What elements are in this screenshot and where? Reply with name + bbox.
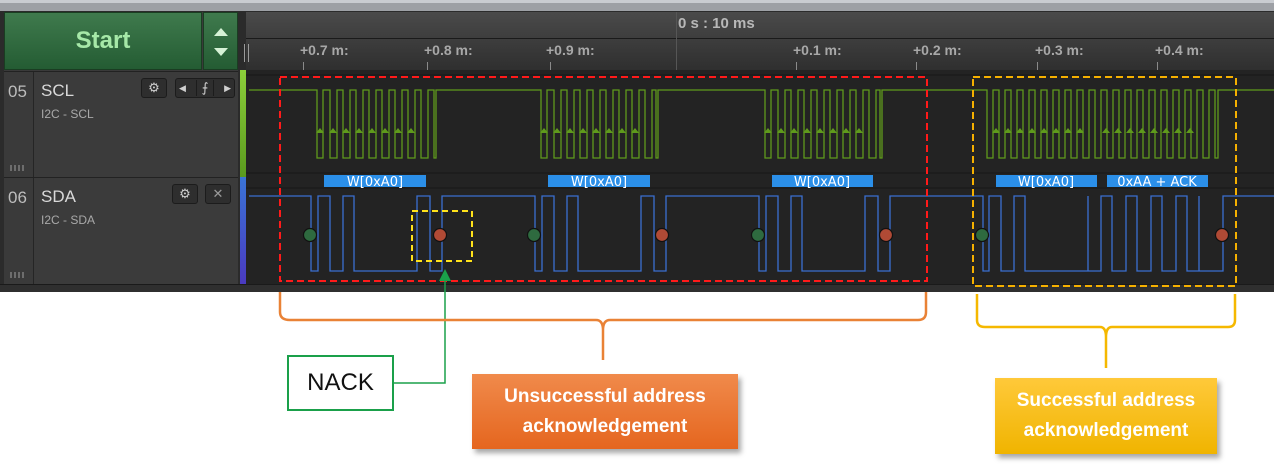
- start-condition-marker[interactable]: [302, 227, 318, 243]
- channel-number: 05: [8, 82, 27, 101]
- nack-highlight: [411, 210, 473, 262]
- decoded-frame[interactable]: [996, 175, 1097, 187]
- start-condition-marker[interactable]: [974, 227, 990, 243]
- drag-handle-icon[interactable]: [10, 165, 26, 171]
- tick-label: +0.9 m:: [546, 42, 595, 58]
- arrow-down-icon[interactable]: [214, 48, 228, 56]
- trigger-edge-icon[interactable]: ⨍: [195, 80, 215, 96]
- gear-icon: ⚙: [179, 186, 191, 201]
- channel-name[interactable]: SCL: [41, 81, 75, 100]
- tick-mark: [1157, 62, 1158, 70]
- scl-color-strip: [240, 70, 246, 177]
- channel-panel: Start 05 SCL I2C - SCL ⚙ ◀ ⨍ ▶: [4, 12, 238, 284]
- unsuccessful-brace: [278, 292, 928, 360]
- channel-sda[interactable]: 06 SDA I2C - SDA ⚙ ✕: [4, 177, 238, 284]
- channel-name[interactable]: SDA: [41, 187, 76, 206]
- channel-number: 06: [8, 188, 27, 207]
- decoded-frame[interactable]: [1107, 175, 1208, 187]
- ruler-drag-handle[interactable]: [244, 44, 249, 62]
- decoded-frame-label: W[0xA0]: [794, 175, 850, 190]
- tick-label: +0.3 m:: [1035, 42, 1084, 58]
- scl-waveform: [249, 89, 1274, 159]
- tick-label: +0.1 m:: [793, 42, 842, 58]
- decoded-frames: W[0xA0] W[0xA0] W[0xA0] W[0xA0] 0xAA + A…: [324, 175, 1208, 190]
- tick-mark: [550, 62, 551, 70]
- decoded-frame-label: W[0xA0]: [1018, 175, 1074, 190]
- arrow-up-icon[interactable]: [214, 28, 228, 36]
- ruler-divider: [676, 12, 677, 70]
- start-button[interactable]: Start: [4, 12, 202, 70]
- channel-scl[interactable]: 05 SCL I2C - SCL ⚙ ◀ ⨍ ▶: [4, 71, 238, 177]
- start-stop-markers: [302, 227, 1230, 243]
- channel-settings-button[interactable]: ⚙: [141, 78, 167, 98]
- decoded-frame-label: W[0xA0]: [571, 175, 627, 190]
- channel-number-column: 06: [4, 178, 34, 284]
- tick-label: +0.7 m:: [300, 42, 349, 58]
- nack-arrow: [394, 269, 451, 384]
- stop-condition-marker[interactable]: [878, 227, 894, 243]
- unsuccessful-ack-callout: Unsuccessful address acknowledgement: [472, 374, 738, 449]
- remove-channel-button[interactable]: ✕: [205, 184, 231, 204]
- successful-brace: [975, 294, 1237, 368]
- clock-edge-arrows: [316, 128, 1194, 133]
- channel-subtitle: I2C - SDA: [41, 213, 96, 227]
- start-condition-marker[interactable]: [526, 227, 542, 243]
- tick-mark: [1037, 62, 1038, 70]
- callout-line-1: Successful address: [1016, 390, 1196, 411]
- decoded-frame-label: W[0xA0]: [347, 175, 403, 190]
- tick-mark: [427, 62, 428, 70]
- nack-label-box: NACK: [287, 355, 394, 411]
- callout-line-1: Unsuccessful address: [504, 385, 706, 407]
- close-icon: ✕: [212, 186, 224, 201]
- decoded-frame-label: 0xAA + ACK: [1117, 175, 1197, 190]
- tick-label: +0.8 m:: [424, 42, 473, 58]
- tick-label: +0.4 m:: [1155, 42, 1204, 58]
- ruler-header: [246, 12, 1274, 39]
- tick-mark: [796, 62, 797, 70]
- start-options-spinner[interactable]: [203, 12, 238, 70]
- time-ruler[interactable]: 0 s : 10 ms +0.7 m: +0.8 m: +0.9 m: +0.1…: [244, 12, 1274, 70]
- decoded-frame[interactable]: [324, 175, 426, 187]
- stop-condition-marker[interactable]: [654, 227, 670, 243]
- drag-handle-icon[interactable]: [10, 272, 26, 278]
- decoded-frame[interactable]: [548, 175, 650, 187]
- timeline-title: 0 s : 10 ms: [678, 15, 755, 32]
- channel-subtitle: I2C - SCL: [41, 107, 94, 121]
- callout-line-2: acknowledgement: [1023, 420, 1189, 441]
- window-top-border: [0, 3, 1274, 11]
- callout-line-2: acknowledgement: [522, 415, 688, 437]
- gear-icon: ⚙: [148, 80, 160, 95]
- horizontal-scrollbar[interactable]: [0, 284, 1274, 292]
- tick-mark: [916, 62, 917, 70]
- next-edge-icon[interactable]: ▶: [224, 82, 231, 93]
- successful-ack-callout: Successful address acknowledgement: [995, 378, 1217, 454]
- tick-label: +0.2 m:: [913, 42, 962, 58]
- sda-color-strip: [240, 177, 246, 284]
- edge-navigation-group: ◀ ⨍ ▶: [175, 78, 235, 98]
- start-condition-marker[interactable]: [750, 227, 766, 243]
- prev-edge-icon[interactable]: ◀: [179, 82, 186, 93]
- decoded-frame[interactable]: [772, 175, 873, 187]
- channel-number-column: 05: [4, 72, 34, 177]
- successful-region-highlight: [972, 76, 1237, 287]
- stop-condition-marker[interactable]: [1214, 227, 1230, 243]
- unsuccessful-region-highlight: [279, 76, 928, 282]
- nack-label: NACK: [307, 369, 374, 396]
- channel-settings-button[interactable]: ⚙: [172, 184, 198, 204]
- tick-mark: [303, 62, 304, 70]
- sda-waveform: [249, 195, 1274, 272]
- stop-condition-marker[interactable]: [432, 227, 448, 243]
